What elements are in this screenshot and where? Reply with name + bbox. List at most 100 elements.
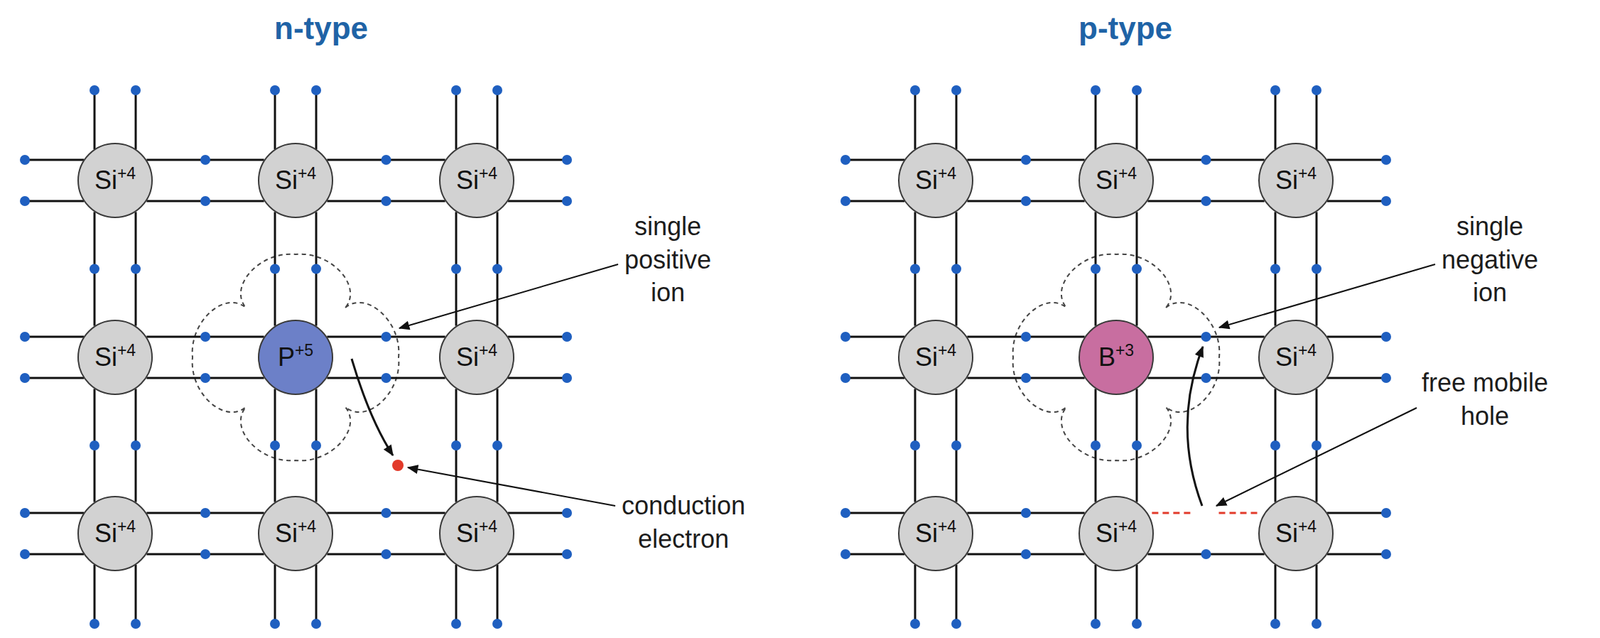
ion-charge: +4 [478, 164, 498, 183]
element-symbol: Si [94, 518, 118, 548]
valence-electron [910, 440, 921, 451]
edge-bond [19, 507, 84, 560]
valence-electron [311, 440, 322, 451]
valence-electron [200, 507, 211, 518]
ion-charge: +4 [478, 341, 498, 360]
silicon-atom: Si+4 [898, 142, 974, 219]
valence-electron [951, 264, 962, 275]
valence-electron [200, 154, 211, 165]
silicon-atom: Si+4 [257, 142, 334, 219]
valence-electron [1131, 264, 1142, 275]
missing-bond-dash [1219, 512, 1261, 515]
valence-electron [381, 507, 392, 518]
valence-electron [89, 440, 100, 451]
covalent-bond [1147, 154, 1264, 207]
covalent-bond [326, 154, 445, 207]
element-symbol: Si [274, 518, 298, 548]
edge-bond [269, 85, 322, 150]
callout-label: conduction electron [608, 489, 759, 557]
valence-electron [451, 264, 462, 275]
valence-electron [1020, 331, 1031, 342]
covalent-bond [269, 211, 322, 326]
electron-path-arrow [351, 358, 393, 456]
covalent-bond [1270, 211, 1322, 326]
ion-charge: +4 [478, 517, 498, 536]
valence-electron [951, 440, 962, 451]
atom-label: Si+4 [915, 520, 957, 547]
covalent-bond [1147, 331, 1264, 383]
dopant-atom: B+3 [1078, 319, 1154, 396]
valence-electron [381, 154, 392, 165]
atom-label: Si+4 [274, 167, 317, 194]
silicon-atom: Si+4 [257, 495, 334, 572]
conduction-electron-dot [392, 459, 404, 472]
edge-bond [507, 154, 572, 207]
element-symbol: Si [456, 342, 479, 372]
ion-charge: +4 [1298, 164, 1317, 183]
edge-bond [19, 154, 84, 207]
covalent-bond [326, 507, 445, 560]
covalent-bond [89, 211, 141, 326]
element-symbol: Si [915, 165, 938, 195]
covalent-bond [1147, 512, 1264, 560]
covalent-bond [269, 388, 322, 502]
valence-electron [381, 331, 392, 342]
valence-electron [269, 440, 280, 451]
valence-electron [381, 549, 392, 560]
ion-charge: +5 [294, 341, 314, 360]
valence-electron [1201, 373, 1212, 383]
valence-electron [1020, 549, 1031, 560]
missing-bond-dash [1151, 512, 1193, 515]
covalent-bond [910, 388, 962, 502]
silicon-atom: Si+4 [77, 495, 153, 572]
ion-charge: +4 [117, 164, 136, 183]
atom-label: Si+4 [1275, 520, 1317, 547]
valence-electron [130, 264, 141, 275]
element-symbol: Si [1275, 518, 1299, 548]
callout-label: single positive ion [607, 210, 729, 310]
covalent-bond [451, 388, 503, 502]
ion-charge: +4 [117, 341, 136, 360]
atom-label: Si+4 [1275, 344, 1317, 371]
element-symbol: Si [456, 165, 479, 195]
element-symbol: Si [915, 342, 938, 372]
covalent-bond [146, 331, 264, 383]
edge-bond [1270, 85, 1322, 150]
valence-electron [200, 373, 211, 383]
valence-electron [1131, 440, 1142, 451]
valence-electron [1201, 549, 1212, 560]
edge-bond [910, 564, 962, 629]
edge-bond [1327, 507, 1392, 560]
edge-bond [89, 564, 141, 629]
silicon-atom: Si+4 [1078, 495, 1154, 572]
valence-electron [130, 440, 141, 451]
atom-label: Si+4 [94, 344, 136, 371]
valence-electron [1270, 264, 1281, 275]
element-symbol: Si [1275, 342, 1299, 372]
atom-label: B+3 [1098, 344, 1134, 371]
ion-charge: +4 [1118, 164, 1137, 183]
ion-charge: +3 [1115, 341, 1134, 360]
ion-charge: +4 [937, 517, 957, 536]
silicon-atom: Si+4 [1258, 142, 1334, 219]
valence-electron [89, 264, 100, 275]
valence-electron [200, 331, 211, 342]
silicon-atom: Si+4 [439, 495, 515, 572]
valence-electron [1020, 196, 1031, 207]
atom-label: Si+4 [94, 520, 136, 547]
valence-electron [492, 440, 503, 451]
covalent-bond [910, 211, 962, 326]
silicon-atom: Si+4 [439, 142, 515, 219]
silicon-atom: Si+4 [1258, 319, 1334, 396]
atom-label: Si+4 [1275, 167, 1317, 194]
valence-electron [1090, 440, 1101, 451]
ion-charge: +4 [937, 341, 957, 360]
covalent-bond [966, 507, 1085, 560]
panel-heading: p-type [1078, 7, 1173, 49]
ion-charge: +4 [1118, 517, 1137, 536]
covalent-bond [146, 154, 264, 207]
covalent-bond [1090, 388, 1142, 502]
ion-charge: +4 [1298, 517, 1317, 536]
atom-label: Si+4 [274, 520, 317, 547]
